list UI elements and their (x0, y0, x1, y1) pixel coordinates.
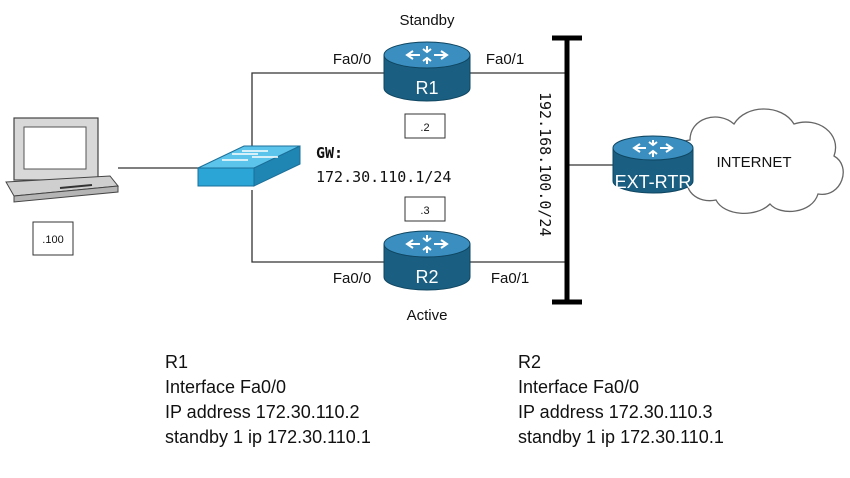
config-r2-ip: IP address 172.30.110.3 (518, 402, 713, 422)
pc-host-id: .100 (42, 234, 63, 246)
router-ext-icon (612, 135, 694, 194)
r2-port-fa01: Fa0/1 (491, 270, 529, 287)
link-switch-r1 (251, 72, 385, 160)
config-r2-interface: Interface Fa0/0 (518, 377, 640, 397)
config-r2-standby: standby 1 ip 172.30.110.1 (518, 427, 724, 447)
lan-subnet-label: 192.168.100.0/24 (536, 92, 554, 237)
lan-bus (552, 35, 582, 305)
r2-id-box (404, 196, 446, 222)
switch-icon (197, 145, 301, 187)
config-r1-title: R1 (165, 352, 189, 372)
r1-port-fa01: Fa0/1 (486, 51, 524, 68)
pc-id-box (32, 221, 74, 256)
config-r2-title: R2 (518, 352, 542, 372)
config-r1: R1 Interface Fa0/0 IP address 172.30.110… (165, 350, 371, 450)
router-r2-name: R2 (415, 267, 438, 287)
gateway-ip: 172.30.110.1/24 (316, 168, 451, 186)
config-r1-standby: standby 1 ip 172.30.110.1 (165, 427, 371, 447)
router-r1-name: R1 (415, 78, 438, 98)
cloud-icon (673, 108, 844, 215)
router-ext-name: EXT-RTR (615, 172, 692, 192)
cloud-label: INTERNET (717, 154, 792, 171)
r2-port-fa00: Fa0/0 (333, 270, 371, 287)
config-r2: R2 Interface Fa0/0 IP address 172.30.110… (518, 350, 724, 450)
config-r1-ip: IP address 172.30.110.2 (165, 402, 360, 422)
pc-icon (5, 117, 119, 203)
r1-host-id: .2 (420, 122, 429, 134)
router-r1-role: Standby (399, 12, 455, 29)
r2-host-id: .3 (420, 205, 429, 217)
link-switch-r2 (251, 190, 385, 263)
config-r1-interface: Interface Fa0/0 (165, 377, 287, 397)
router-r1-icon (383, 41, 471, 102)
router-r2-role: Active (407, 307, 448, 324)
gateway-label: GW: (316, 144, 343, 162)
links (118, 72, 615, 263)
r1-port-fa00: Fa0/0 (333, 51, 371, 68)
r1-id-box (404, 113, 446, 139)
router-r2-icon (383, 230, 471, 291)
